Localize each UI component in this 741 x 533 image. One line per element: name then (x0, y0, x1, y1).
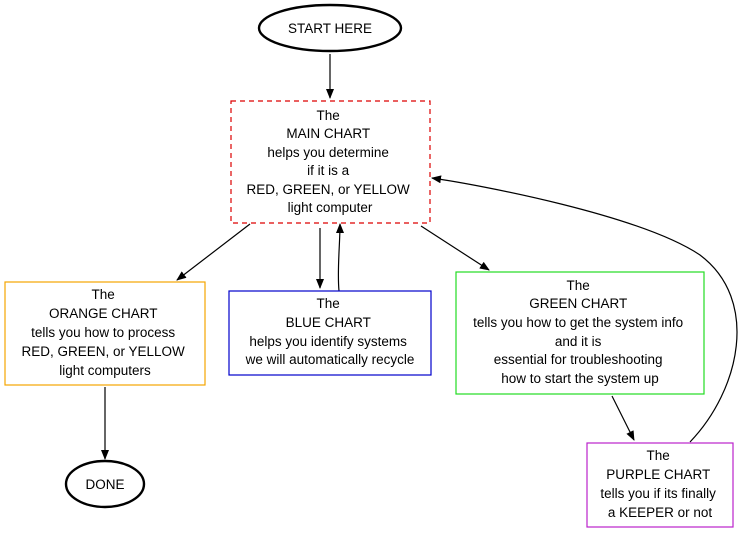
orange-line-3: tells you how to process (31, 325, 175, 340)
purple-line-2: PURPLE CHART (606, 467, 710, 482)
green-line-3: tells you how to get the system info (473, 315, 683, 330)
purple-line-3: tells you if its finally (600, 486, 716, 501)
orange-line-2: ORANGE CHART (49, 306, 157, 321)
main-line-1: The (316, 108, 339, 123)
blue-line-1: The (316, 296, 339, 311)
orange-line-5: light computers (59, 363, 151, 378)
blue-line-4: we will automatically recycle (245, 352, 415, 367)
main-line-3: helps you determine (267, 145, 389, 160)
blue-line-3: helps you identify systems (249, 334, 407, 349)
blue-line-2: BLUE CHART (286, 315, 371, 330)
green-line-5: essential for troubleshooting (494, 352, 663, 367)
main-chart-box (230, 100, 431, 224)
svg-text:START HERE: START HERE (288, 21, 372, 36)
node-orange-chart: The ORANGE CHART tells you how to proces… (4, 281, 206, 386)
done-ellipse (64, 459, 146, 509)
purple-line-1: The (646, 448, 669, 463)
purple-line-4: a KEEPER or not (608, 505, 713, 520)
svg-text:The MAIN CHART hel: The MAIN CHART helps you determine if it… (246, 108, 413, 215)
main-line-6: light computer (288, 200, 373, 215)
svg-text:The PURPLE CHART t: The PURPLE CHART tells you if its finall… (600, 448, 719, 520)
node-main-chart: The MAIN CHART helps you determine if it… (230, 100, 431, 224)
green-line-1: The (566, 278, 589, 293)
edge-green-to-purple (611, 395, 635, 441)
edge-main-to-green (420, 225, 490, 271)
green-line-6: how to start the system up (501, 371, 659, 386)
main-line-5: RED, GREEN, or YELLOW (246, 182, 410, 197)
orange-line-4: RED, GREEN, or YELLOW (21, 344, 185, 359)
node-blue-chart: The BLUE CHART helps you identify system… (228, 290, 432, 376)
start-ellipse (257, 3, 403, 53)
edges (101, 54, 738, 460)
main-line-2: MAIN CHART (286, 126, 370, 141)
node-purple-chart: The PURPLE CHART tells you if its finall… (586, 442, 734, 528)
green-line-4: and it is (555, 334, 602, 349)
node-done: DONE (64, 459, 146, 509)
svg-text:DONE: DONE (85, 477, 124, 492)
svg-text:The ORANGE CHART t: The ORANGE CHART tells you how to proces… (21, 287, 188, 378)
blue-chart-box (228, 290, 432, 376)
svg-text:The GREEN CHART te: The GREEN CHART tells you how to get the… (473, 278, 687, 386)
edge-purple-to-main (431, 175, 738, 443)
svg-text:The BLUE CHART hel: The BLUE CHART helps you identify system… (245, 296, 415, 367)
green-line-2: GREEN CHART (529, 296, 627, 311)
node-green-chart: The GREEN CHART tells you how to get the… (455, 271, 705, 395)
node-start: START HERE (257, 3, 403, 53)
orange-chart-box (4, 281, 206, 386)
orange-line-1: The (91, 287, 114, 302)
done-label: DONE (85, 477, 124, 492)
purple-chart-box (586, 442, 734, 528)
start-label: START HERE (288, 21, 372, 36)
green-chart-box (455, 271, 705, 395)
edge-blue-to-main (335, 223, 344, 292)
main-line-4: if it is a (307, 163, 350, 178)
edge-main-to-orange (176, 223, 251, 281)
